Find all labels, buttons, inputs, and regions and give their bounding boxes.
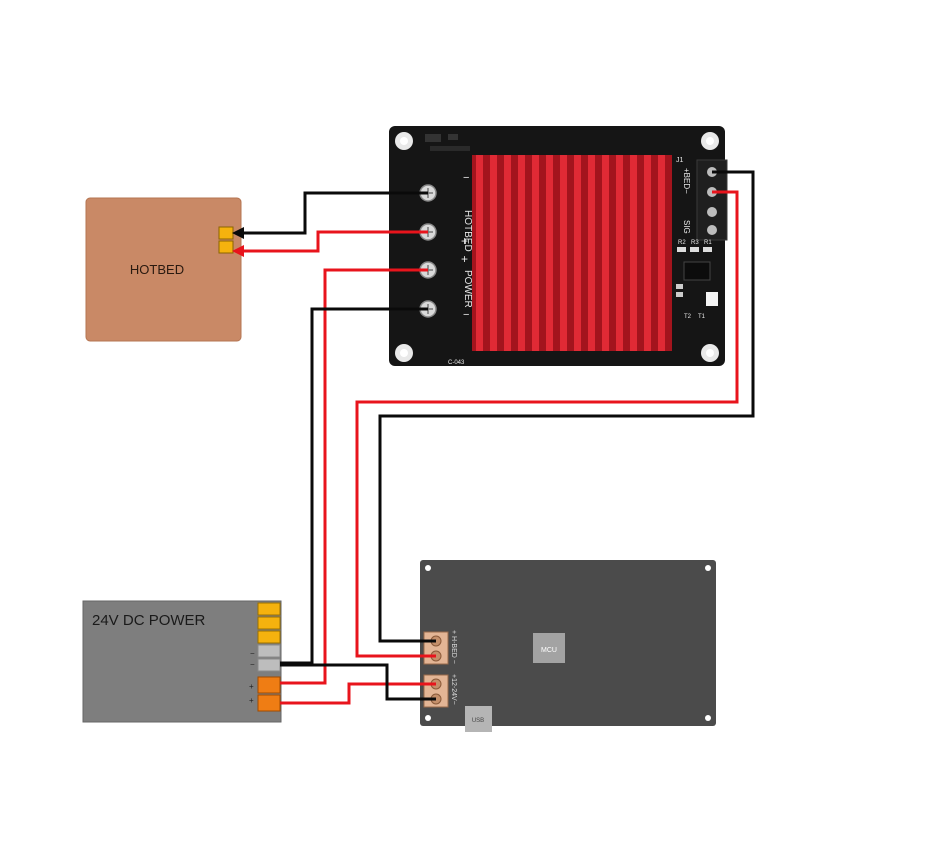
svg-text:−: − <box>250 660 255 669</box>
svg-text:+: + <box>249 682 254 691</box>
usb-port[interactable] <box>465 706 492 732</box>
psu-terminal-positive <box>257 676 281 694</box>
svg-text:R1: R1 <box>704 240 712 246</box>
psu-body <box>82 600 282 723</box>
mcu-chip <box>533 633 565 663</box>
signal-screw <box>707 225 717 235</box>
psu-terminal <box>257 602 281 616</box>
svg-text:T2: T2 <box>684 314 692 320</box>
psu-label: 24V DC POWER <box>92 612 206 629</box>
psu-terminal-negative <box>257 658 281 672</box>
wire-signal-positive <box>355 190 739 658</box>
hotbed-terminal-negative <box>218 226 234 240</box>
psu-terminal-positive <box>257 694 281 712</box>
hotbed: HOTBED <box>85 197 242 342</box>
wire-mainboard-power-negative <box>280 663 436 701</box>
hotbed-label: HOTBED <box>130 262 184 277</box>
svg-text:+: + <box>461 234 468 248</box>
svg-text:+: + <box>461 252 468 266</box>
mainboard-body <box>420 560 716 726</box>
board-id: C-043 <box>448 360 465 366</box>
power-terminal-label: POWER <box>462 270 473 308</box>
psu-terminal <box>257 630 281 644</box>
sig-label: SIG <box>682 220 691 234</box>
svg-text:−: − <box>250 649 255 658</box>
svg-text:R3: R3 <box>691 240 699 246</box>
usb-label: USB <box>472 718 484 724</box>
component-area: R2 R3 R1 T2 T1 <box>676 240 718 320</box>
mainboard: MCU USB + H-BED − +12-24V− <box>420 560 716 732</box>
svg-text:R2: R2 <box>678 240 686 246</box>
psu-terminal <box>257 644 281 658</box>
svg-text:−: − <box>463 309 469 321</box>
wire-hotbed-positive <box>236 230 428 253</box>
svg-text:−: − <box>463 172 469 184</box>
wire-power-positive <box>280 268 428 685</box>
chip <box>683 261 711 281</box>
psu-terminal <box>257 616 281 630</box>
signal-screw <box>707 207 717 217</box>
svg-text:T1: T1 <box>698 314 706 320</box>
connector-label: J1 <box>676 157 684 164</box>
heatsink <box>472 155 672 351</box>
power-terminal-label: +12-24V− <box>450 674 457 705</box>
wires <box>232 170 755 705</box>
mosfet-module: HOTBED POWER − + + − J1 +BED− SIG R2 R3 … <box>389 126 728 366</box>
bed-signal-label: +BED− <box>682 168 691 194</box>
wire-signal-negative <box>378 170 755 643</box>
power-supply: 24V DC POWER − − + + <box>82 600 282 723</box>
hotbed-terminal-label: HOTBED <box>462 210 473 252</box>
hotbed-terminal-positive <box>218 240 234 254</box>
mcu-label: MCU <box>541 647 557 654</box>
wire-power-negative <box>280 307 428 665</box>
bed-terminal-label: + H-BED − <box>450 630 457 664</box>
hotbed-body <box>85 197 242 342</box>
svg-text:+: + <box>249 696 254 705</box>
wire-hotbed-negative <box>236 191 428 235</box>
wire-mainboard-power-positive <box>280 682 436 705</box>
